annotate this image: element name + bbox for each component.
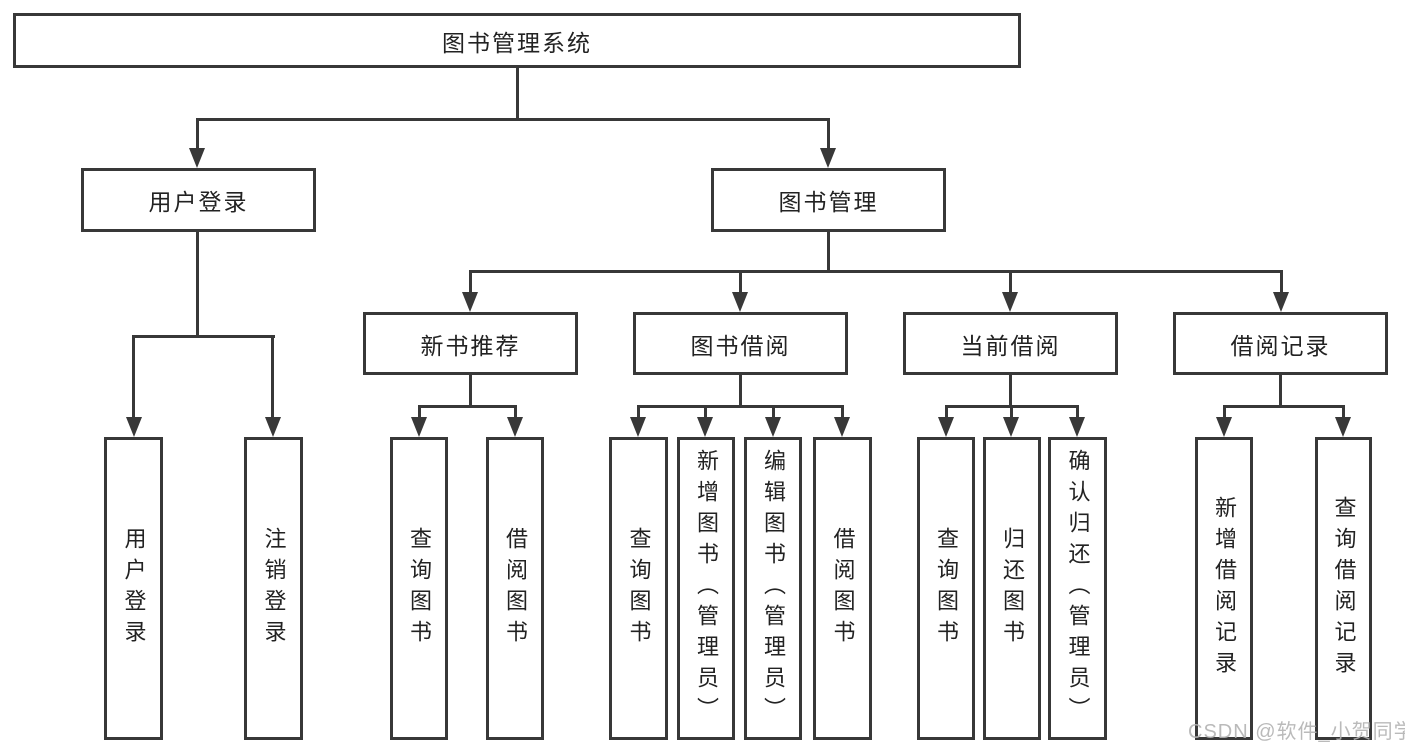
node-new-book-recommend: 新书推荐 <box>363 312 578 375</box>
arrow-down-icon <box>1273 292 1289 312</box>
edge-to-book-borrow <box>739 270 742 298</box>
edge-book-management-split <box>469 270 1283 273</box>
arrow-down-icon <box>938 417 954 437</box>
node-user-login: 用户登录 <box>81 168 316 232</box>
edge-br-stem <box>1279 375 1282 407</box>
arrow-down-icon <box>834 417 850 437</box>
edge-to-cb-confirm <box>1076 405 1079 423</box>
leaf-bb-query-books: 查询图书 <box>609 437 668 740</box>
arrow-down-icon <box>732 292 748 312</box>
edge-br-split <box>1223 405 1345 408</box>
arrow-down-icon <box>765 417 781 437</box>
arrow-down-icon <box>697 417 713 437</box>
leaf-cb-return-books: 归还图书 <box>983 437 1041 740</box>
edge-bb-split <box>637 405 843 408</box>
leaf-nbr-query-books: 查询图书 <box>390 437 448 740</box>
arrow-down-icon <box>411 417 427 437</box>
leaf-br-add-record: 新增借阅记录 <box>1195 437 1253 740</box>
leaf-br-query-record: 查询借阅记录 <box>1315 437 1372 740</box>
edge-root-stem <box>516 68 519 120</box>
edge-bb-stem <box>739 375 742 407</box>
edge-to-cb-return <box>1010 405 1013 423</box>
arrow-down-icon <box>507 417 523 437</box>
arrow-down-icon <box>1069 417 1085 437</box>
arrow-down-icon <box>1003 417 1019 437</box>
edge-book-management-stem <box>827 232 830 272</box>
edge-to-br-add <box>1223 405 1226 423</box>
node-root-system: 图书管理系统 <box>13 13 1021 68</box>
arrow-down-icon <box>265 417 281 437</box>
edge-cb-stem <box>1009 375 1012 407</box>
edge-user-login-split <box>132 335 275 338</box>
arrow-down-icon <box>462 292 478 312</box>
leaf-nbr-borrow-books: 借阅图书 <box>486 437 544 740</box>
edge-to-nbr-borrow <box>514 405 517 423</box>
leaf-bb-edit-books-admin: 编辑图书（管理员） <box>744 437 802 740</box>
leaf-cb-confirm-return-admin: 确认归还（管理员） <box>1048 437 1107 740</box>
edge-to-cb-query <box>945 405 948 423</box>
edge-to-leaf-user-login <box>132 335 135 423</box>
node-book-borrow: 图书借阅 <box>633 312 848 375</box>
edge-to-bb-query <box>637 405 640 423</box>
leaf-cb-query-books: 查询图书 <box>917 437 975 740</box>
leaf-bb-borrow-books: 借阅图书 <box>813 437 872 740</box>
node-current-borrow: 当前借阅 <box>903 312 1118 375</box>
leaf-logout: 注销登录 <box>244 437 303 740</box>
node-book-management: 图书管理 <box>711 168 946 232</box>
edge-to-bb-borrow <box>841 405 844 423</box>
arrow-down-icon <box>820 148 836 168</box>
edge-to-leaf-logout <box>271 335 274 423</box>
leaf-bb-add-books-admin: 新增图书（管理员） <box>677 437 735 740</box>
edge-user-login-stem <box>196 232 199 337</box>
edge-to-bb-add <box>704 405 707 423</box>
edge-to-new-book-recommend <box>469 270 472 298</box>
edge-nbr-stem <box>469 375 472 407</box>
leaf-user-login: 用户登录 <box>104 437 163 740</box>
edge-to-borrow-records <box>1280 270 1283 298</box>
edge-to-current-borrow <box>1009 270 1012 298</box>
csdn-watermark: CSDN @软件_小贺同学 <box>1188 721 1405 743</box>
edge-to-book-management <box>827 118 830 152</box>
arrow-down-icon <box>126 417 142 437</box>
edge-to-br-query <box>1342 405 1345 423</box>
arrow-down-icon <box>630 417 646 437</box>
edge-root-split <box>196 118 830 121</box>
edge-to-bb-edit <box>772 405 775 423</box>
arrow-down-icon <box>189 148 205 168</box>
node-borrow-records: 借阅记录 <box>1173 312 1388 375</box>
edge-nbr-split <box>418 405 517 408</box>
edge-to-user-login <box>196 118 199 152</box>
arrow-down-icon <box>1216 417 1232 437</box>
arrow-down-icon <box>1335 417 1351 437</box>
arrow-down-icon <box>1002 292 1018 312</box>
edge-to-nbr-query <box>418 405 421 423</box>
